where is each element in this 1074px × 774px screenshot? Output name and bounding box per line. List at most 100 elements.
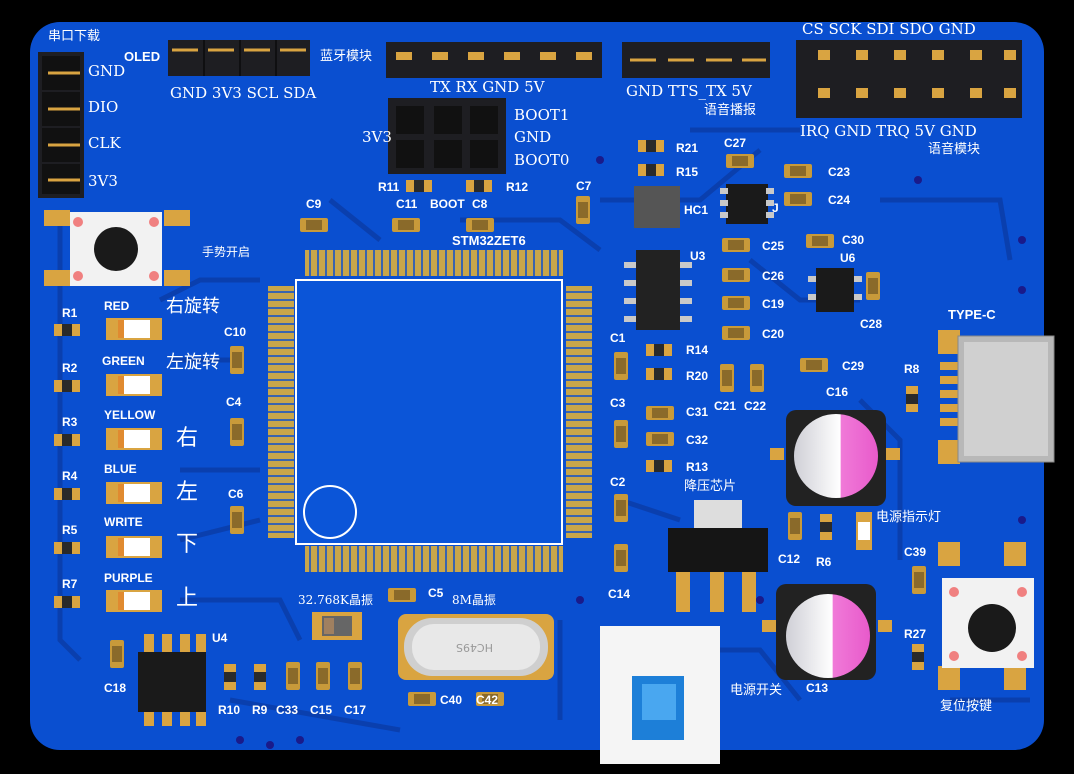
smd-components bbox=[110, 140, 926, 706]
label-boot0: BOOT0 bbox=[514, 151, 570, 169]
label-power-led: 电源指示灯 bbox=[876, 510, 942, 525]
gesture-button[interactable] bbox=[44, 210, 190, 286]
label-r5: R5 bbox=[62, 523, 78, 537]
label-c27: C27 bbox=[724, 136, 747, 150]
power-switch[interactable] bbox=[600, 626, 720, 764]
typec-connector[interactable] bbox=[938, 330, 1055, 464]
label-r15: R15 bbox=[676, 165, 699, 179]
label-serial-download: 串口下载 bbox=[48, 29, 101, 44]
label-c8: C8 bbox=[472, 197, 488, 211]
label-c6: C6 bbox=[228, 487, 244, 501]
label-boot1: BOOT1 bbox=[514, 106, 570, 124]
label-right: 右 bbox=[176, 426, 199, 451]
label-r21: R21 bbox=[676, 141, 699, 155]
label-r1: R1 bbox=[62, 306, 78, 320]
crystal-32k bbox=[312, 612, 362, 640]
label-r13: R13 bbox=[686, 460, 709, 474]
label-up: 上 bbox=[176, 586, 199, 611]
label-c1: C1 bbox=[610, 331, 626, 345]
label-c29: C29 bbox=[842, 359, 865, 373]
label-r4: R4 bbox=[62, 469, 78, 483]
label-crystal-8m: 8M晶振 bbox=[452, 593, 496, 607]
label-blue: BLUE bbox=[104, 462, 137, 476]
reset-button[interactable] bbox=[938, 542, 1034, 690]
label-c11: C11 bbox=[396, 197, 418, 211]
label-c26: C26 bbox=[762, 269, 785, 283]
label-c4: C4 bbox=[226, 395, 242, 409]
leds bbox=[106, 318, 162, 612]
label-c39: C39 bbox=[904, 545, 927, 559]
label-c28: C28 bbox=[860, 317, 883, 331]
crystal-8m bbox=[398, 614, 554, 680]
label-typec: TYPE-C bbox=[948, 307, 996, 322]
label-u3: U3 bbox=[690, 249, 706, 263]
label-rotate-left: 左旋转 bbox=[166, 352, 220, 373]
label-r6: R6 bbox=[816, 555, 832, 569]
label-c31: C31 bbox=[686, 405, 709, 419]
label-oled-pins: GND 3V3 SCL SDA bbox=[170, 84, 317, 102]
label-yellow: YELLOW bbox=[104, 408, 156, 422]
label-c5: C5 bbox=[428, 586, 444, 600]
label-c22: C22 bbox=[744, 399, 767, 413]
label-r7: R7 bbox=[62, 577, 78, 591]
label-r20: R20 bbox=[686, 369, 709, 383]
label-red: RED bbox=[104, 299, 130, 313]
label-buck: 降压芯片 bbox=[684, 479, 737, 494]
tts-header[interactable] bbox=[622, 42, 770, 78]
label-c19: C19 bbox=[762, 297, 785, 311]
label-c10: C10 bbox=[224, 325, 247, 339]
label-r11: R11 bbox=[378, 180, 400, 194]
label-r12: R12 bbox=[506, 180, 529, 194]
label-write: WRITE bbox=[104, 515, 143, 529]
label-r2: R2 bbox=[62, 361, 78, 375]
label-mcu: STM32ZET6 bbox=[452, 233, 526, 248]
label-3v3: 3V3 bbox=[88, 172, 118, 190]
bluetooth-header[interactable] bbox=[386, 42, 602, 78]
label-c13: C13 bbox=[806, 681, 829, 695]
u4-chip bbox=[138, 634, 206, 726]
label-down: 下 bbox=[176, 532, 199, 557]
u3-chip bbox=[624, 250, 692, 330]
serial-header[interactable] bbox=[38, 52, 84, 198]
label-c2: C2 bbox=[610, 475, 626, 489]
label-c23: C23 bbox=[828, 165, 851, 179]
label-boot-gnd: GND bbox=[514, 128, 552, 146]
label-bottom-right-pins: IRQ GND TRQ 5V GND bbox=[800, 122, 977, 140]
label-c18: C18 bbox=[104, 681, 127, 695]
label-c14: C14 bbox=[608, 587, 631, 601]
label-r9: R9 bbox=[252, 703, 268, 717]
label-c40: C40 bbox=[440, 693, 463, 707]
label-u6: U6 bbox=[840, 251, 856, 265]
label-clk: CLK bbox=[88, 134, 121, 152]
label-c21: C21 bbox=[714, 399, 737, 413]
label-left: 左 bbox=[176, 480, 199, 505]
label-c12: C12 bbox=[778, 552, 801, 566]
capacitor-c13 bbox=[762, 584, 892, 680]
label-j: J bbox=[772, 201, 779, 215]
label-c32: C32 bbox=[686, 433, 709, 447]
label-bluetooth-pins: TX RX GND 5V bbox=[430, 78, 545, 96]
j-chip bbox=[720, 184, 774, 224]
label-gnd: GND bbox=[88, 62, 126, 80]
label-r3: R3 bbox=[62, 415, 78, 429]
label-c3: C3 bbox=[610, 396, 626, 410]
label-reset-key: 复位按键 bbox=[940, 699, 993, 714]
label-c42: C42 bbox=[476, 693, 499, 707]
label-oled: OLED bbox=[124, 49, 161, 64]
u6-chip bbox=[808, 268, 862, 312]
label-boot: BOOT bbox=[430, 197, 465, 211]
mcu-chip bbox=[268, 250, 592, 572]
capacitor-c16 bbox=[770, 410, 900, 506]
boot-jumper[interactable] bbox=[388, 98, 506, 174]
label-crystal-32k: 32.768K晶振 bbox=[298, 593, 373, 607]
label-boot-3v3: 3V3 bbox=[362, 128, 392, 146]
oled-header[interactable] bbox=[168, 40, 310, 76]
label-voice-module: 语音模块 bbox=[928, 142, 981, 157]
label-tts-pins: GND TTS_TX 5V bbox=[626, 82, 752, 100]
crystal-marking: HC49S bbox=[456, 641, 493, 654]
voice-module-header[interactable] bbox=[796, 40, 1022, 118]
label-green: GREEN bbox=[102, 354, 145, 368]
label-c20: C20 bbox=[762, 327, 785, 341]
label-c25: C25 bbox=[762, 239, 785, 253]
